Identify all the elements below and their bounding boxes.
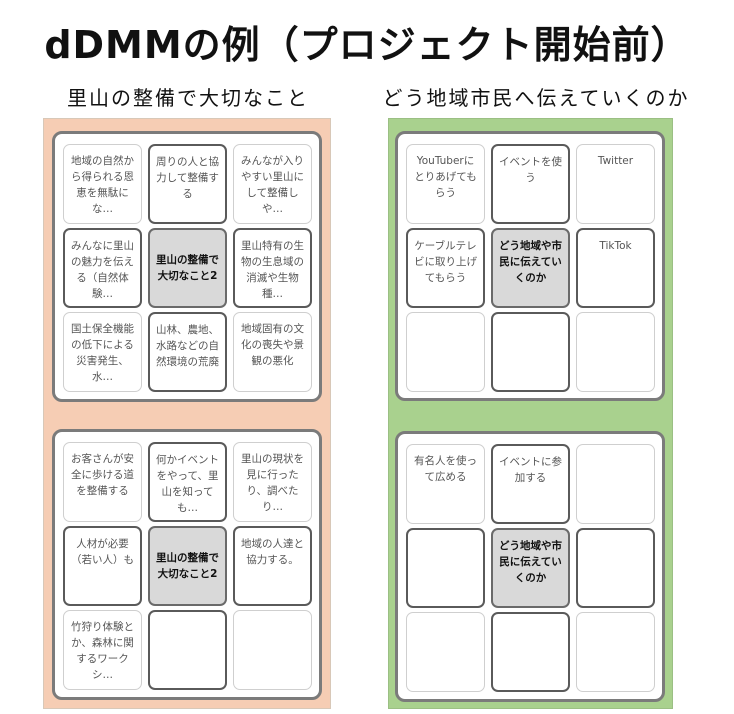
- mandala-center-cell[interactable]: 里山の整備で大切なこと2: [148, 526, 227, 606]
- mandala-board-left-top: 地域の自然から得られる恩恵を無駄にな… 周りの人と協力して整備する みんなが入り…: [52, 131, 322, 402]
- mandala-cell[interactable]: [491, 612, 570, 692]
- mandala-center-cell[interactable]: どう地域や市民に伝えていくのか: [491, 228, 570, 308]
- mandala-cell[interactable]: YouTuberにとりあげてもらう: [406, 144, 485, 224]
- mandala-cell[interactable]: 地域の人達と協力する。: [233, 526, 312, 606]
- mandala-cell[interactable]: [491, 312, 570, 392]
- mandala-cell[interactable]: [406, 528, 485, 608]
- mandala-cell[interactable]: Twitter: [576, 144, 655, 224]
- mandala-cell[interactable]: [576, 444, 655, 524]
- mandala-cell[interactable]: 地域の自然から得られる恩恵を無駄にな…: [63, 144, 142, 224]
- mandala-cell[interactable]: みんなに里山の魅力を伝える（自然体験…: [63, 228, 142, 308]
- mandala-cell[interactable]: 里山の現状を見に行ったり、調べたり…: [233, 442, 312, 522]
- mandala-cell[interactable]: みんなが入りやすい里山にして整備しや…: [233, 144, 312, 224]
- mandala-cell[interactable]: お客さんが安全に歩ける道を整備する: [63, 442, 142, 522]
- mandala-cell[interactable]: 竹狩り体験とか、森林に関するワークシ…: [63, 610, 142, 690]
- mandala-cell[interactable]: [576, 528, 655, 608]
- mandala-cell[interactable]: 何かイベントをやって、里山を知っても…: [148, 442, 227, 522]
- mandala-cell[interactable]: [576, 612, 655, 692]
- mandala-cell[interactable]: TikTok: [576, 228, 655, 308]
- mandala-cell[interactable]: 国土保全機能の低下による災害発生、水…: [63, 312, 142, 392]
- mandala-cell[interactable]: 有名人を使って広める: [406, 444, 485, 524]
- mandala-cell[interactable]: [148, 610, 227, 690]
- mandala-cell[interactable]: 人材が必要（若い人）も: [63, 526, 142, 606]
- mandala-board-right-bottom: 有名人を使って広める イベントに参加する どう地域や市民に伝えていくのか: [395, 431, 665, 702]
- right-column-heading: どう地域市民へ伝えていくのか: [382, 86, 690, 110]
- page-title: dDMMの例（プロジェクト開始前）: [44, 23, 690, 67]
- mandala-cell[interactable]: イベントに参加する: [491, 444, 570, 524]
- mandala-center-cell[interactable]: どう地域や市民に伝えていくのか: [491, 528, 570, 608]
- left-panel: 地域の自然から得られる恩恵を無駄にな… 周りの人と協力して整備する みんなが入り…: [43, 118, 331, 709]
- mandala-cell[interactable]: 地域固有の文化の喪失や景観の悪化: [233, 312, 312, 392]
- mandala-cell[interactable]: ケーブルテレビに取り上げてもらう: [406, 228, 485, 308]
- right-panel: YouTuberにとりあげてもらう イベントを使う Twitter ケーブルテレ…: [388, 118, 673, 709]
- mandala-cell[interactable]: 里山特有の生物の生息域の消滅や生物種…: [233, 228, 312, 308]
- mandala-cell[interactable]: 周りの人と協力して整備する: [148, 144, 227, 224]
- mandala-board-right-top: YouTuberにとりあげてもらう イベントを使う Twitter ケーブルテレ…: [395, 131, 665, 401]
- mandala-cell[interactable]: イベントを使う: [491, 144, 570, 224]
- mandala-cell[interactable]: [576, 312, 655, 392]
- left-column-heading: 里山の整備で大切なこと: [67, 86, 309, 110]
- mandala-cell[interactable]: [406, 312, 485, 392]
- mandala-center-cell[interactable]: 里山の整備で大切なこと2: [148, 228, 227, 308]
- mandala-cell[interactable]: 山林、農地、水路などの自然環境の荒廃: [148, 312, 227, 392]
- mandala-cell[interactable]: [406, 612, 485, 692]
- mandala-board-left-bottom: お客さんが安全に歩ける道を整備する 何かイベントをやって、里山を知っても… 里山…: [52, 429, 322, 700]
- mandala-cell[interactable]: [233, 610, 312, 690]
